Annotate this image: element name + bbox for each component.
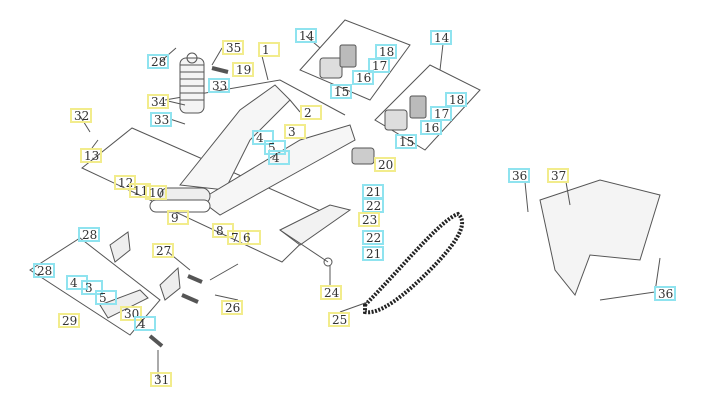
callout-label-14: 14	[295, 28, 317, 43]
callout-label-22: 22	[362, 230, 384, 245]
callout-label-25: 25	[328, 312, 350, 327]
callout-label-36: 36	[654, 286, 676, 301]
bolt-2	[181, 293, 199, 304]
callout-label-10: 10	[145, 185, 167, 200]
callout-label-7: 7	[227, 230, 249, 245]
callout-label-27: 27	[152, 243, 174, 258]
callout-label-16: 16	[420, 120, 442, 135]
callout-label-6: 6	[239, 230, 261, 245]
callout-label-17: 17	[368, 58, 390, 73]
brake-pad	[339, 44, 357, 68]
callout-label-3: 3	[284, 124, 306, 139]
caliper-bracket-2	[384, 109, 408, 131]
link-group-outline	[29, 237, 161, 336]
brake-pad-2	[409, 95, 427, 119]
callout-label-35: 35	[222, 40, 244, 55]
callout-label-19: 19	[232, 62, 254, 77]
callout-label-4: 4	[66, 275, 88, 290]
callout-label-18: 18	[375, 44, 397, 59]
callout-label-31: 31	[150, 372, 172, 387]
callout-label-24: 24	[320, 285, 342, 300]
callout-label-21: 21	[362, 246, 384, 261]
rocker-link	[99, 289, 149, 319]
link-bolt	[148, 334, 164, 348]
callout-label-34: 34	[147, 94, 169, 109]
callout-label-28: 28	[33, 263, 55, 278]
callout-label-28: 28	[78, 227, 100, 242]
callout-label-17: 17	[430, 106, 452, 121]
callout-label-4: 4	[134, 316, 156, 331]
callout-label-29: 29	[58, 313, 80, 328]
callout-label-21: 21	[362, 184, 384, 199]
link-plate	[109, 231, 131, 263]
callout-label-11: 11	[129, 183, 151, 198]
callout-label-3: 3	[81, 280, 103, 295]
callout-label-16: 16	[352, 70, 374, 85]
callout-label-9: 9	[167, 210, 189, 225]
caliper-group-outline	[299, 19, 411, 101]
callout-label-22: 22	[362, 198, 384, 213]
callout-label-2: 2	[300, 105, 322, 120]
callout-label-13: 13	[80, 148, 102, 163]
shock-absorber	[179, 52, 205, 114]
drive-chain	[363, 211, 464, 315]
callout-label-4: 4	[268, 150, 290, 165]
swingarm	[149, 84, 356, 216]
callout-label-18: 18	[445, 92, 467, 107]
caliper-group-outline-2	[374, 64, 481, 151]
callout-label-28: 28	[147, 54, 169, 69]
chain-guard	[539, 179, 661, 296]
torque-arm	[279, 204, 352, 267]
callout-label-33: 33	[150, 112, 172, 127]
callout-label-14: 14	[430, 30, 452, 45]
link-plate-2	[159, 266, 181, 301]
chain-slider	[351, 147, 375, 165]
callout-label-1: 1	[258, 42, 280, 57]
callout-label-4: 4	[252, 130, 274, 145]
callout-label-5: 5	[95, 290, 117, 305]
callout-label-37: 37	[547, 168, 569, 183]
bolt	[187, 274, 203, 284]
callout-label-36: 36	[508, 168, 530, 183]
callout-label-26: 26	[221, 300, 243, 315]
callout-label-32: 32	[70, 108, 92, 123]
callout-label-33: 33	[208, 78, 230, 93]
callout-label-15: 15	[395, 134, 417, 149]
callout-label-23: 23	[358, 212, 380, 227]
callout-label-20: 20	[374, 157, 396, 172]
callout-label-5: 5	[264, 140, 286, 155]
caliper-bracket	[319, 57, 343, 79]
callout-label-15: 15	[330, 84, 352, 99]
shock-bolt	[211, 66, 229, 74]
